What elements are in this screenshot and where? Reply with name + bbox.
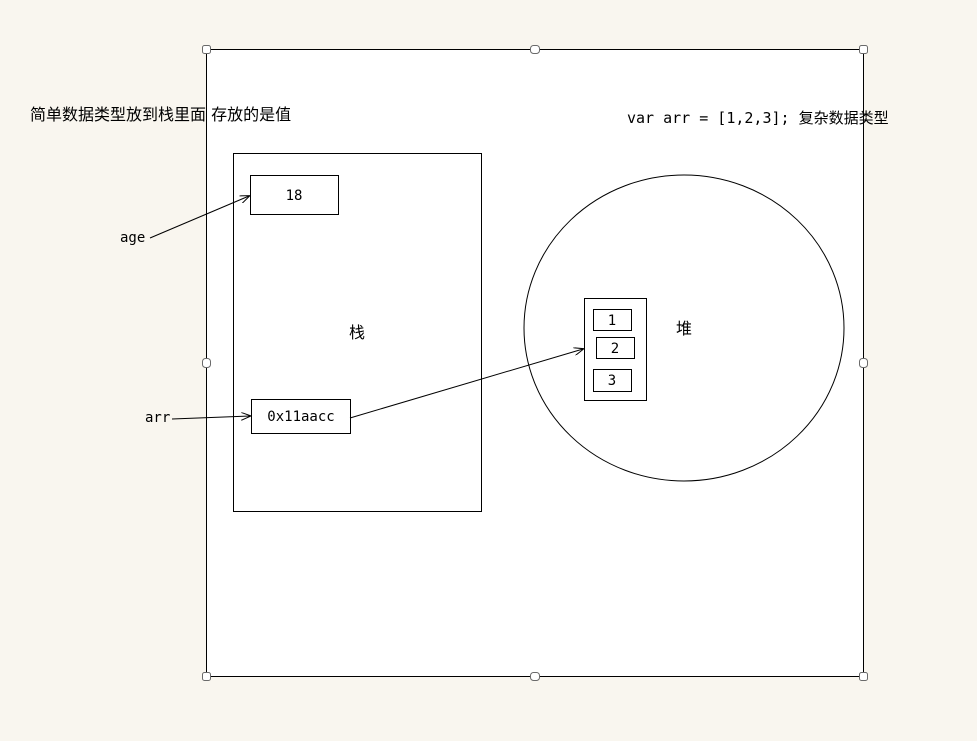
resize-handle-bottom-left[interactable] (202, 672, 211, 681)
heap-array-cell (596, 337, 635, 359)
resize-handle-bottom-right[interactable] (859, 672, 868, 681)
primitive-type-note: 简单数据类型放到栈里面 存放的是值 (30, 105, 291, 124)
heap-array-cell (593, 309, 632, 331)
heap-region (523, 174, 845, 482)
age-variable-label: age (120, 230, 145, 246)
resize-handle-top-center[interactable] (530, 45, 540, 54)
heap-array-item: 2 (611, 341, 619, 357)
arr-address-value: 0x11aacc (267, 409, 334, 425)
resize-handle-top-right[interactable] (859, 45, 868, 54)
heap-array-item: 3 (608, 373, 616, 389)
resize-handle-bottom-center[interactable] (530, 672, 540, 681)
arr-pointer-arrow (171, 416, 250, 419)
complex-type-note: var arr = [1,2,3]; 复杂数据类型 (627, 109, 889, 127)
reference-arrow (349, 349, 583, 419)
arr-address-box (251, 399, 351, 434)
resize-handle-middle-right[interactable] (859, 358, 868, 368)
heap-label: 堆 (676, 319, 692, 338)
heap-array-cell (593, 369, 632, 392)
stack-label: 栈 (349, 323, 365, 342)
age-value-box (250, 175, 339, 215)
age-pointer-arrow (149, 196, 249, 239)
age-value: 18 (286, 188, 303, 204)
heap-array-item: 1 (608, 313, 616, 329)
resize-handle-middle-left[interactable] (202, 358, 211, 368)
resize-handle-top-left[interactable] (202, 45, 211, 54)
arr-variable-label: arr (145, 410, 170, 426)
